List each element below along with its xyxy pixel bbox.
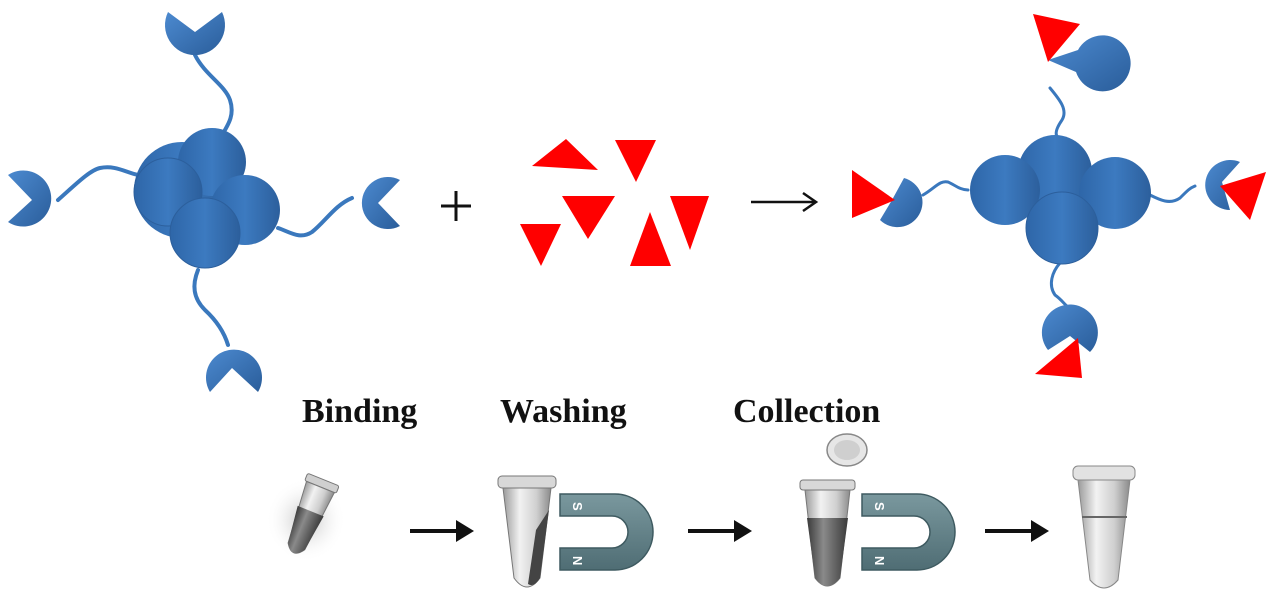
receptor-icon: [361, 177, 400, 229]
linker-icon: [56, 53, 354, 347]
magnet-icon: S N: [559, 493, 654, 571]
receptor-icon: [8, 170, 52, 227]
target-molecule-icon: [520, 224, 561, 266]
bound-target-icon: [852, 170, 895, 218]
shaking-tube-icon: [266, 473, 346, 562]
step-label-binding: Binding: [302, 393, 418, 430]
receptor-icon: [1041, 304, 1098, 352]
receptor-icon: [880, 178, 923, 228]
receptor-icon: [206, 349, 262, 392]
empty-tube-icon: [1072, 465, 1136, 589]
receptor-icon: [165, 12, 225, 56]
bound-target-icon: [1033, 14, 1080, 62]
bound-target-icon: [1035, 338, 1082, 378]
step-arrow-icon: [688, 520, 752, 542]
target-molecule-icon: [670, 196, 709, 250]
tube-with-magnet-icon: S N: [497, 475, 654, 588]
bead-sphere: [1079, 157, 1151, 229]
reaction-arrow-icon: [751, 191, 819, 213]
target-molecule-icon: [532, 139, 598, 170]
bound-target-icon: [1220, 172, 1266, 220]
step-arrow-icon: [410, 520, 474, 542]
step-arrow-icon: [985, 520, 1049, 542]
plus-operator-icon: [441, 191, 471, 221]
bead-sphere: [169, 197, 241, 269]
target-molecule-icon: [630, 212, 671, 266]
svg-text:S: S: [872, 502, 887, 511]
svg-text:S: S: [570, 502, 585, 511]
receptor-icon: [1205, 160, 1240, 210]
receptor-icon: [1048, 35, 1131, 92]
svg-text:N: N: [872, 556, 887, 565]
magnet-icon: S N: [861, 493, 956, 571]
target-molecule-icon: [562, 196, 615, 239]
step-label-washing: Washing: [500, 393, 627, 430]
linker-icon: [921, 86, 1197, 309]
target-molecule-icon: [615, 140, 656, 182]
step-label-collection: Collection: [733, 393, 881, 430]
bead-with-bound-targets: [852, 14, 1266, 378]
bead-with-receptors: [8, 12, 400, 392]
free-targets: [520, 139, 709, 266]
svg-text:N: N: [570, 556, 585, 565]
bead-sphere: [1025, 191, 1099, 265]
open-tube-with-magnet-icon: S N: [799, 433, 956, 587]
bead-sphere: [970, 155, 1040, 225]
